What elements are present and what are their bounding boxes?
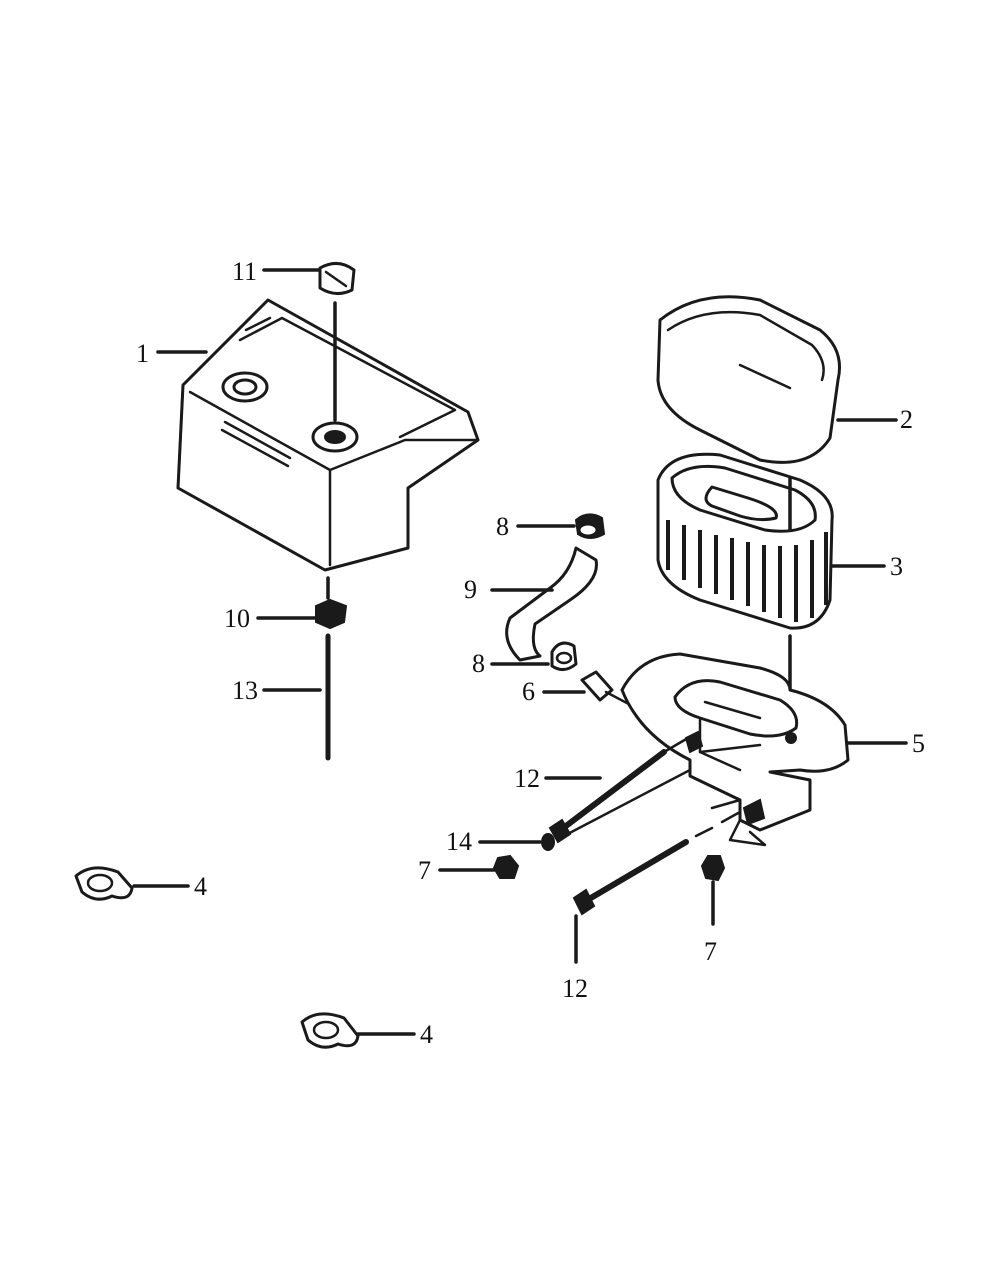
bolt-upper	[548, 736, 690, 844]
callout-12-lower: 12	[562, 974, 588, 1003]
callout-9: 9	[464, 575, 477, 604]
leader-lines	[132, 268, 908, 1036]
air-cleaner-cover	[176, 298, 480, 572]
callout-5: 5	[912, 729, 925, 758]
callout-4-bottom: 4	[420, 1020, 433, 1049]
filter-element	[656, 452, 834, 720]
callout-11: 11	[232, 257, 257, 286]
precleaner-cover	[656, 295, 841, 464]
breather-hose	[505, 546, 598, 662]
callout-10: 10	[224, 604, 250, 633]
bolt-lower	[572, 810, 742, 964]
washer	[541, 768, 692, 851]
callout-7-right: 7	[704, 937, 717, 966]
grommet	[315, 576, 348, 630]
nut-left	[492, 854, 520, 879]
callout-4-left: 4	[194, 872, 207, 901]
callout-14: 14	[446, 827, 472, 856]
gasket-bottom	[300, 1012, 360, 1049]
callout-12-upper: 12	[514, 764, 540, 793]
callout-3: 3	[890, 552, 903, 581]
nut-right	[700, 855, 726, 926]
hose-clamp-lower	[550, 641, 578, 671]
callout-8-upper: 8	[496, 512, 509, 541]
hose-clamp-upper	[574, 513, 606, 539]
air-cleaner-base	[620, 652, 850, 847]
callout-1: 1	[136, 339, 149, 368]
callout-2: 2	[900, 405, 913, 434]
callout-7-left: 7	[418, 856, 431, 885]
cover-knob	[318, 262, 356, 295]
filter-pleats	[666, 520, 828, 622]
callout-labels: 1 11 2 3 5 8 9 8 6 10 13 12 14 7 7 12 4 …	[136, 257, 925, 1049]
callout-6: 6	[522, 677, 535, 706]
gasket-left	[74, 866, 134, 901]
callout-13: 13	[232, 676, 258, 705]
callout-8-lower: 8	[472, 649, 485, 678]
